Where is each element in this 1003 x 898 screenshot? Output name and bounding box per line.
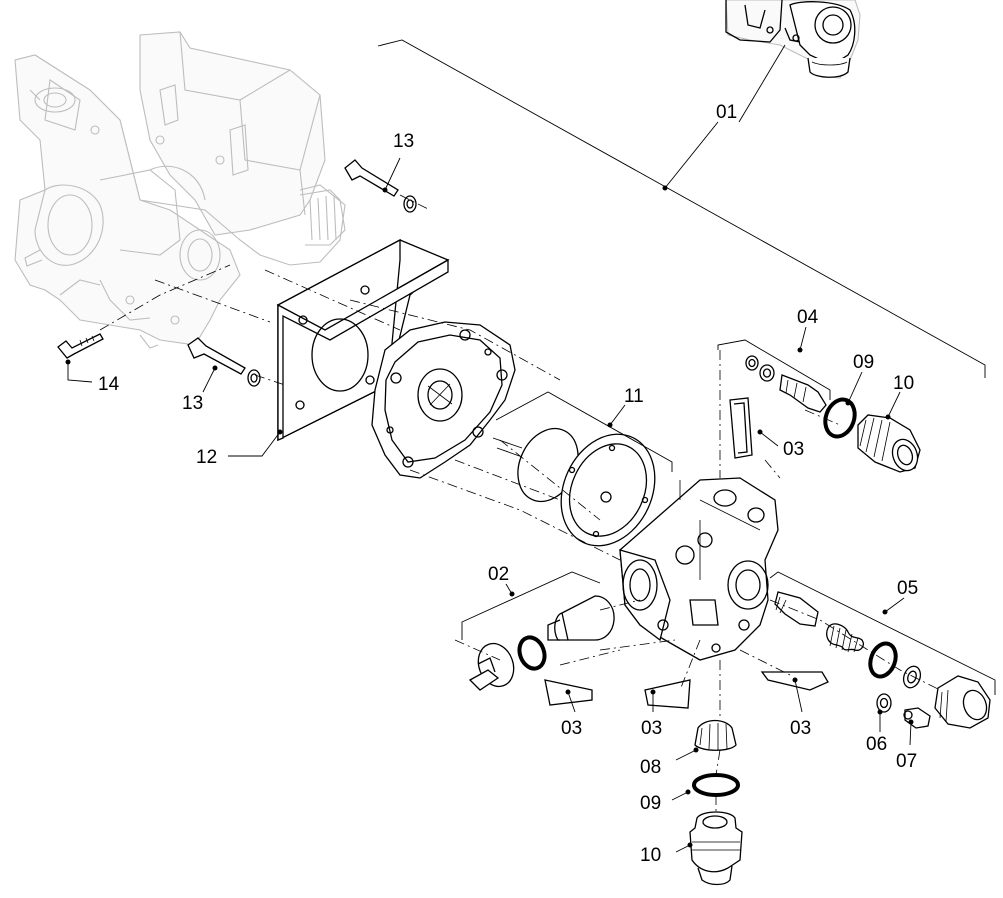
valve-cartridge-04 — [745, 355, 827, 413]
callout-13-upper: 13 — [393, 131, 414, 152]
callout-07: 07 — [896, 751, 917, 772]
cover-plate — [371, 321, 516, 479]
assembly-centerlines — [99, 194, 941, 812]
diaphragm-kit — [492, 427, 656, 547]
leader-lines — [65, 39, 996, 853]
oring-and-fitting-upper — [823, 397, 921, 473]
washer-06-plug-07 — [876, 693, 931, 729]
callout-02: 02 — [488, 564, 509, 585]
callout-08: 08 — [640, 757, 661, 778]
callout-04: 04 — [797, 307, 819, 328]
mounting-bracket — [276, 238, 450, 442]
bolts-13-14 — [57, 159, 417, 387]
callout-05: 05 — [897, 578, 918, 599]
valve-group-05 — [774, 591, 991, 729]
callout-12: 12 — [196, 447, 217, 468]
callout-03-left: 03 — [561, 718, 582, 739]
callout-11: 11 — [624, 386, 644, 407]
callout-03-upper: 03 — [783, 439, 804, 460]
callout-09-upper: 09 — [853, 352, 874, 373]
top-assembly-ghost — [725, 0, 861, 79]
inlet-valve-assembly — [468, 595, 615, 691]
retaining-clips-03 — [544, 397, 829, 709]
pump-housing-ghost — [14, 31, 346, 349]
valve-body — [619, 477, 779, 661]
callout-03-middle: 03 — [641, 718, 662, 739]
callout-06: 06 — [866, 734, 887, 755]
callout-09-lower: 09 — [640, 793, 661, 814]
callout-03-right: 03 — [790, 718, 811, 739]
callout-labels: 01 13 04 09 10 14 13 11 03 12 02 05 03 0… — [98, 102, 918, 866]
callout-10-upper: 10 — [893, 373, 914, 394]
callout-01: 01 — [716, 102, 737, 123]
callout-10-lower: 10 — [640, 845, 661, 866]
callout-14: 14 — [98, 374, 120, 395]
callout-13-lower: 13 — [182, 393, 203, 414]
